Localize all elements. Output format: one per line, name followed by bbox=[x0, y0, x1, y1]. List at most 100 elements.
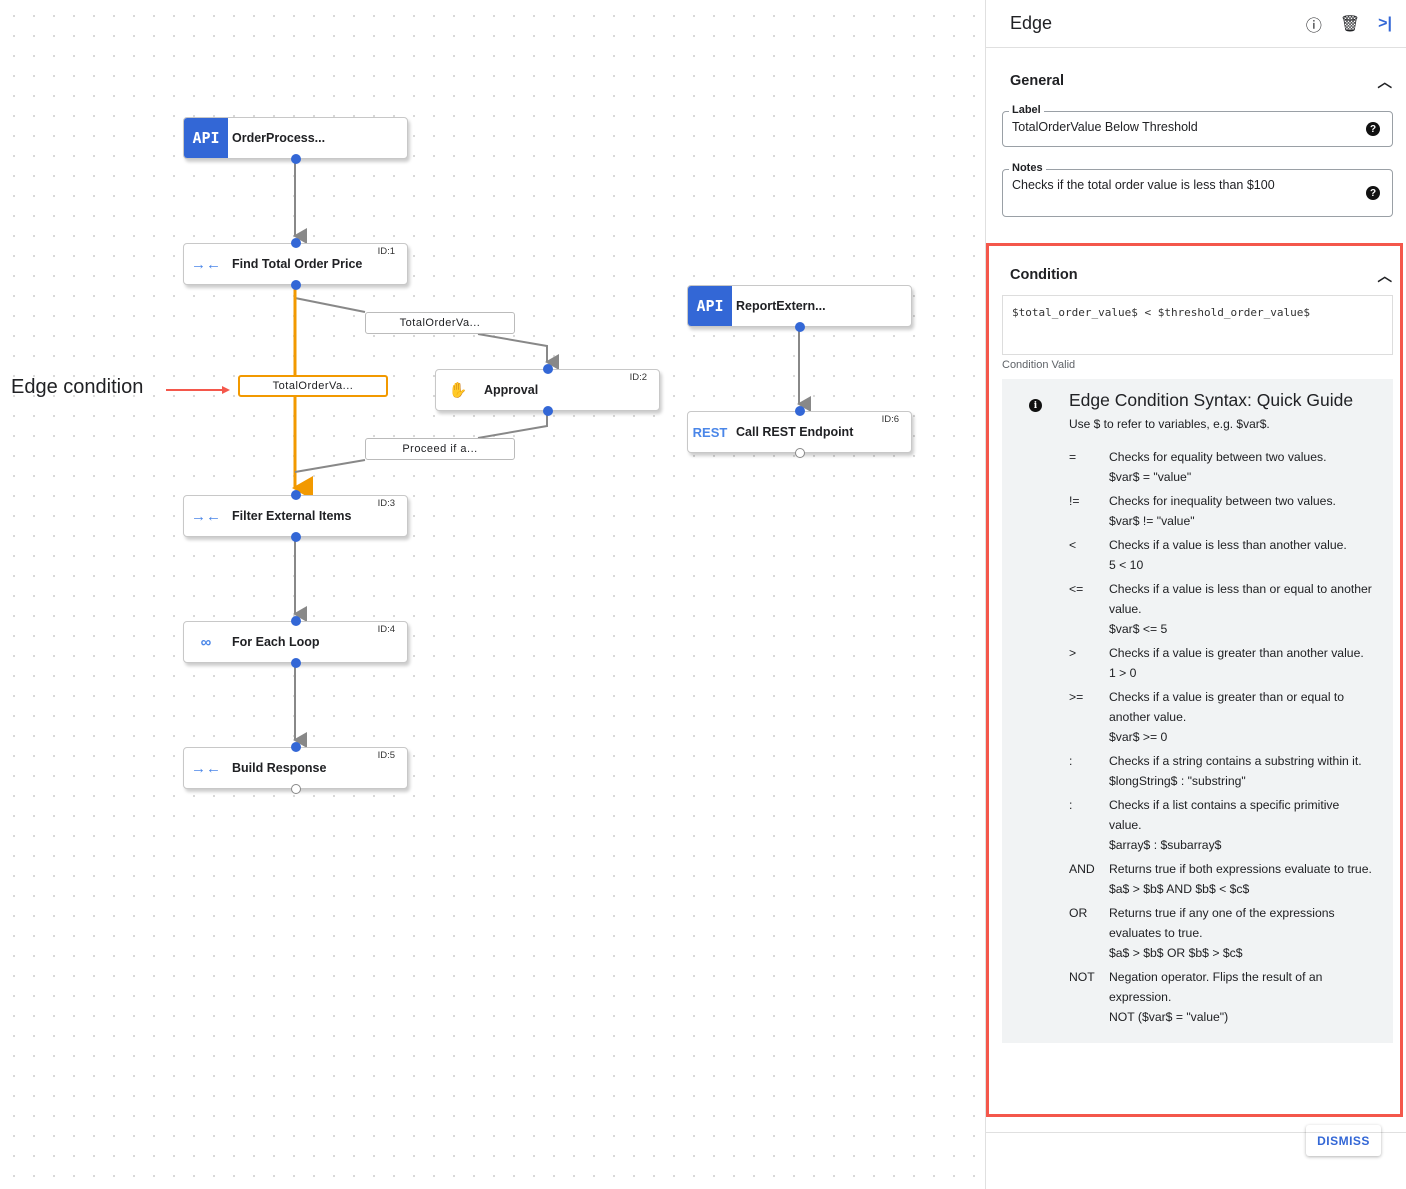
operator: >= bbox=[1069, 690, 1084, 704]
label-legend: Label bbox=[1009, 104, 1044, 116]
edges-layer bbox=[166, 159, 811, 748]
output-port[interactable] bbox=[795, 322, 805, 332]
label-value[interactable]: TotalOrderValue Below Threshold bbox=[1012, 120, 1198, 134]
input-port[interactable] bbox=[543, 364, 553, 374]
merge-arrows-icon: →← bbox=[191, 759, 221, 777]
edge-label[interactable]: Proceed if a... bbox=[365, 438, 515, 460]
condition-input[interactable]: $total_order_value$ < $threshold_order_v… bbox=[1002, 295, 1393, 355]
divider bbox=[986, 1132, 1406, 1133]
operator-description: Checks if a value is greater than anothe… bbox=[1109, 646, 1364, 660]
guide-row: NOT Negation operator. Flips the result o… bbox=[1002, 967, 1393, 1027]
guide-row: <Checks if a value is less than another … bbox=[1002, 535, 1393, 575]
node-id: ID:1 bbox=[377, 246, 395, 257]
edge-find-approval bbox=[294, 297, 547, 362]
panel-title: Edge bbox=[1010, 13, 1053, 33]
operator-example: 5 < 10 bbox=[1109, 558, 1144, 572]
output-port[interactable] bbox=[795, 448, 805, 458]
rest-icon: REST bbox=[692, 424, 728, 440]
notes-field[interactable]: Notes Checks if the total order value is… bbox=[1002, 162, 1393, 217]
collapse-panel-icon[interactable]: >| bbox=[1378, 14, 1392, 32]
trash-icon[interactable]: 🗑 bbox=[1339, 15, 1361, 33]
input-port[interactable] bbox=[291, 616, 301, 626]
output-port[interactable] bbox=[543, 406, 553, 416]
node-order[interactable]: API OrderProcess... bbox=[183, 117, 408, 164]
operator-example: $var$ <= 5 bbox=[1109, 622, 1168, 636]
node-id: ID:3 bbox=[377, 498, 395, 509]
node-find[interactable]: →← Find Total Order Price ID:1 bbox=[183, 238, 408, 290]
help-icon[interactable]: ⓘ bbox=[1305, 17, 1322, 35]
node-name: ReportExtern... bbox=[736, 299, 826, 313]
general-section-header[interactable]: General︿ bbox=[986, 72, 1406, 91]
edge-label[interactable]: TotalOrderVa... bbox=[365, 312, 515, 334]
output-port[interactable] bbox=[291, 154, 301, 164]
operator: != bbox=[1069, 494, 1080, 508]
operator: : bbox=[1069, 754, 1073, 768]
node-name: Filter External Items bbox=[232, 509, 352, 523]
output-port[interactable] bbox=[291, 532, 301, 542]
input-port[interactable] bbox=[291, 490, 301, 500]
info-icon: i bbox=[1029, 399, 1042, 412]
merge-arrows-icon: →← bbox=[191, 255, 221, 273]
operator-example: $longString$ : "substring" bbox=[1109, 774, 1246, 788]
chevron-up-icon[interactable]: ︿ bbox=[1377, 268, 1393, 285]
node-name: Call REST Endpoint bbox=[736, 425, 854, 439]
edge-label-selected[interactable]: TotalOrderVa... bbox=[238, 375, 388, 397]
output-port[interactable] bbox=[291, 658, 301, 668]
operator: OR bbox=[1069, 906, 1088, 920]
syntax-guide: i Edge Condition Syntax: Quick Guide Use… bbox=[1002, 379, 1393, 1043]
guide-row: :Checks if a list contains a specific pr… bbox=[1002, 795, 1393, 855]
node-rest[interactable]: REST Call REST Endpoint ID:6 bbox=[687, 406, 912, 458]
operator-example: $var$ >= 0 bbox=[1109, 730, 1168, 744]
operator-example: NOT ($var$ = "value") bbox=[1109, 1010, 1229, 1024]
operator-description: Checks if a value is greater than or equ… bbox=[1109, 690, 1345, 724]
input-port[interactable] bbox=[795, 406, 805, 416]
node-name: OrderProcess... bbox=[232, 131, 326, 145]
operator: <= bbox=[1069, 582, 1084, 596]
guide-row: !=Checks for inequality between two valu… bbox=[1002, 491, 1393, 531]
node-name: Find Total Order Price bbox=[232, 257, 363, 271]
label-field[interactable]: Label TotalOrderValue Below Threshold ? bbox=[1002, 104, 1393, 147]
operator-description: Returns true if any one of the expressio… bbox=[1109, 906, 1335, 940]
chevron-up-icon[interactable]: ︿ bbox=[1377, 74, 1393, 91]
operator-example: $var$ != "value" bbox=[1109, 514, 1195, 528]
node-report[interactable]: API ReportExtern... bbox=[687, 285, 912, 332]
node-id: ID:4 bbox=[377, 624, 395, 635]
help-filled-icon[interactable]: ? bbox=[1366, 186, 1380, 200]
guide-row: = Checks for equality between two values.… bbox=[1002, 447, 1393, 487]
guide-row: >= Checks if a value is greater than or e… bbox=[1002, 687, 1393, 747]
input-port[interactable] bbox=[291, 742, 301, 752]
api-icon: API bbox=[688, 286, 732, 326]
hand-icon: ✋ bbox=[448, 382, 468, 399]
operator: NOT bbox=[1069, 970, 1095, 984]
operator-description: Negation operator. Flips the result of a… bbox=[1109, 970, 1323, 1004]
operator-description: Checks for equality between two values. bbox=[1109, 450, 1327, 464]
guide-row: <= Checks if a value is less than or equa… bbox=[1002, 579, 1393, 639]
operator-example: $array$ : $subarray$ bbox=[1109, 838, 1222, 852]
operator: AND bbox=[1069, 862, 1095, 876]
input-port[interactable] bbox=[291, 238, 301, 248]
notes-value[interactable]: Checks if the total order value is less … bbox=[1012, 178, 1275, 192]
node-build[interactable]: →← Build Response ID:5 bbox=[183, 742, 408, 794]
node-id: ID:6 bbox=[881, 414, 899, 425]
operator: = bbox=[1069, 450, 1077, 464]
output-port[interactable] bbox=[291, 784, 301, 794]
condition-highlight-box bbox=[986, 243, 1403, 1117]
api-icon: API bbox=[184, 118, 228, 158]
operator-description: Checks if a value is less than or equal … bbox=[1109, 582, 1372, 616]
node-name: For Each Loop bbox=[232, 635, 320, 649]
merge-arrows-icon: →← bbox=[191, 507, 221, 525]
operator-example: $a$ > $b$ OR $b$ > $c$ bbox=[1109, 946, 1243, 960]
condition-status: Condition Valid bbox=[1002, 359, 1076, 371]
operator-description: Returns true if both expressions evaluat… bbox=[1109, 862, 1372, 876]
node-name: Build Response bbox=[232, 761, 327, 775]
condition-section-header[interactable]: Condition︿ bbox=[986, 266, 1406, 285]
node-filter[interactable]: →← Filter External Items ID:3 bbox=[183, 490, 408, 542]
node-id: ID:5 bbox=[377, 750, 395, 761]
operator-example: 1 > 0 bbox=[1109, 666, 1137, 680]
help-filled-icon[interactable]: ? bbox=[1366, 122, 1380, 136]
output-port[interactable] bbox=[291, 280, 301, 290]
dismiss-button[interactable]: DISMISS bbox=[1306, 1125, 1381, 1156]
